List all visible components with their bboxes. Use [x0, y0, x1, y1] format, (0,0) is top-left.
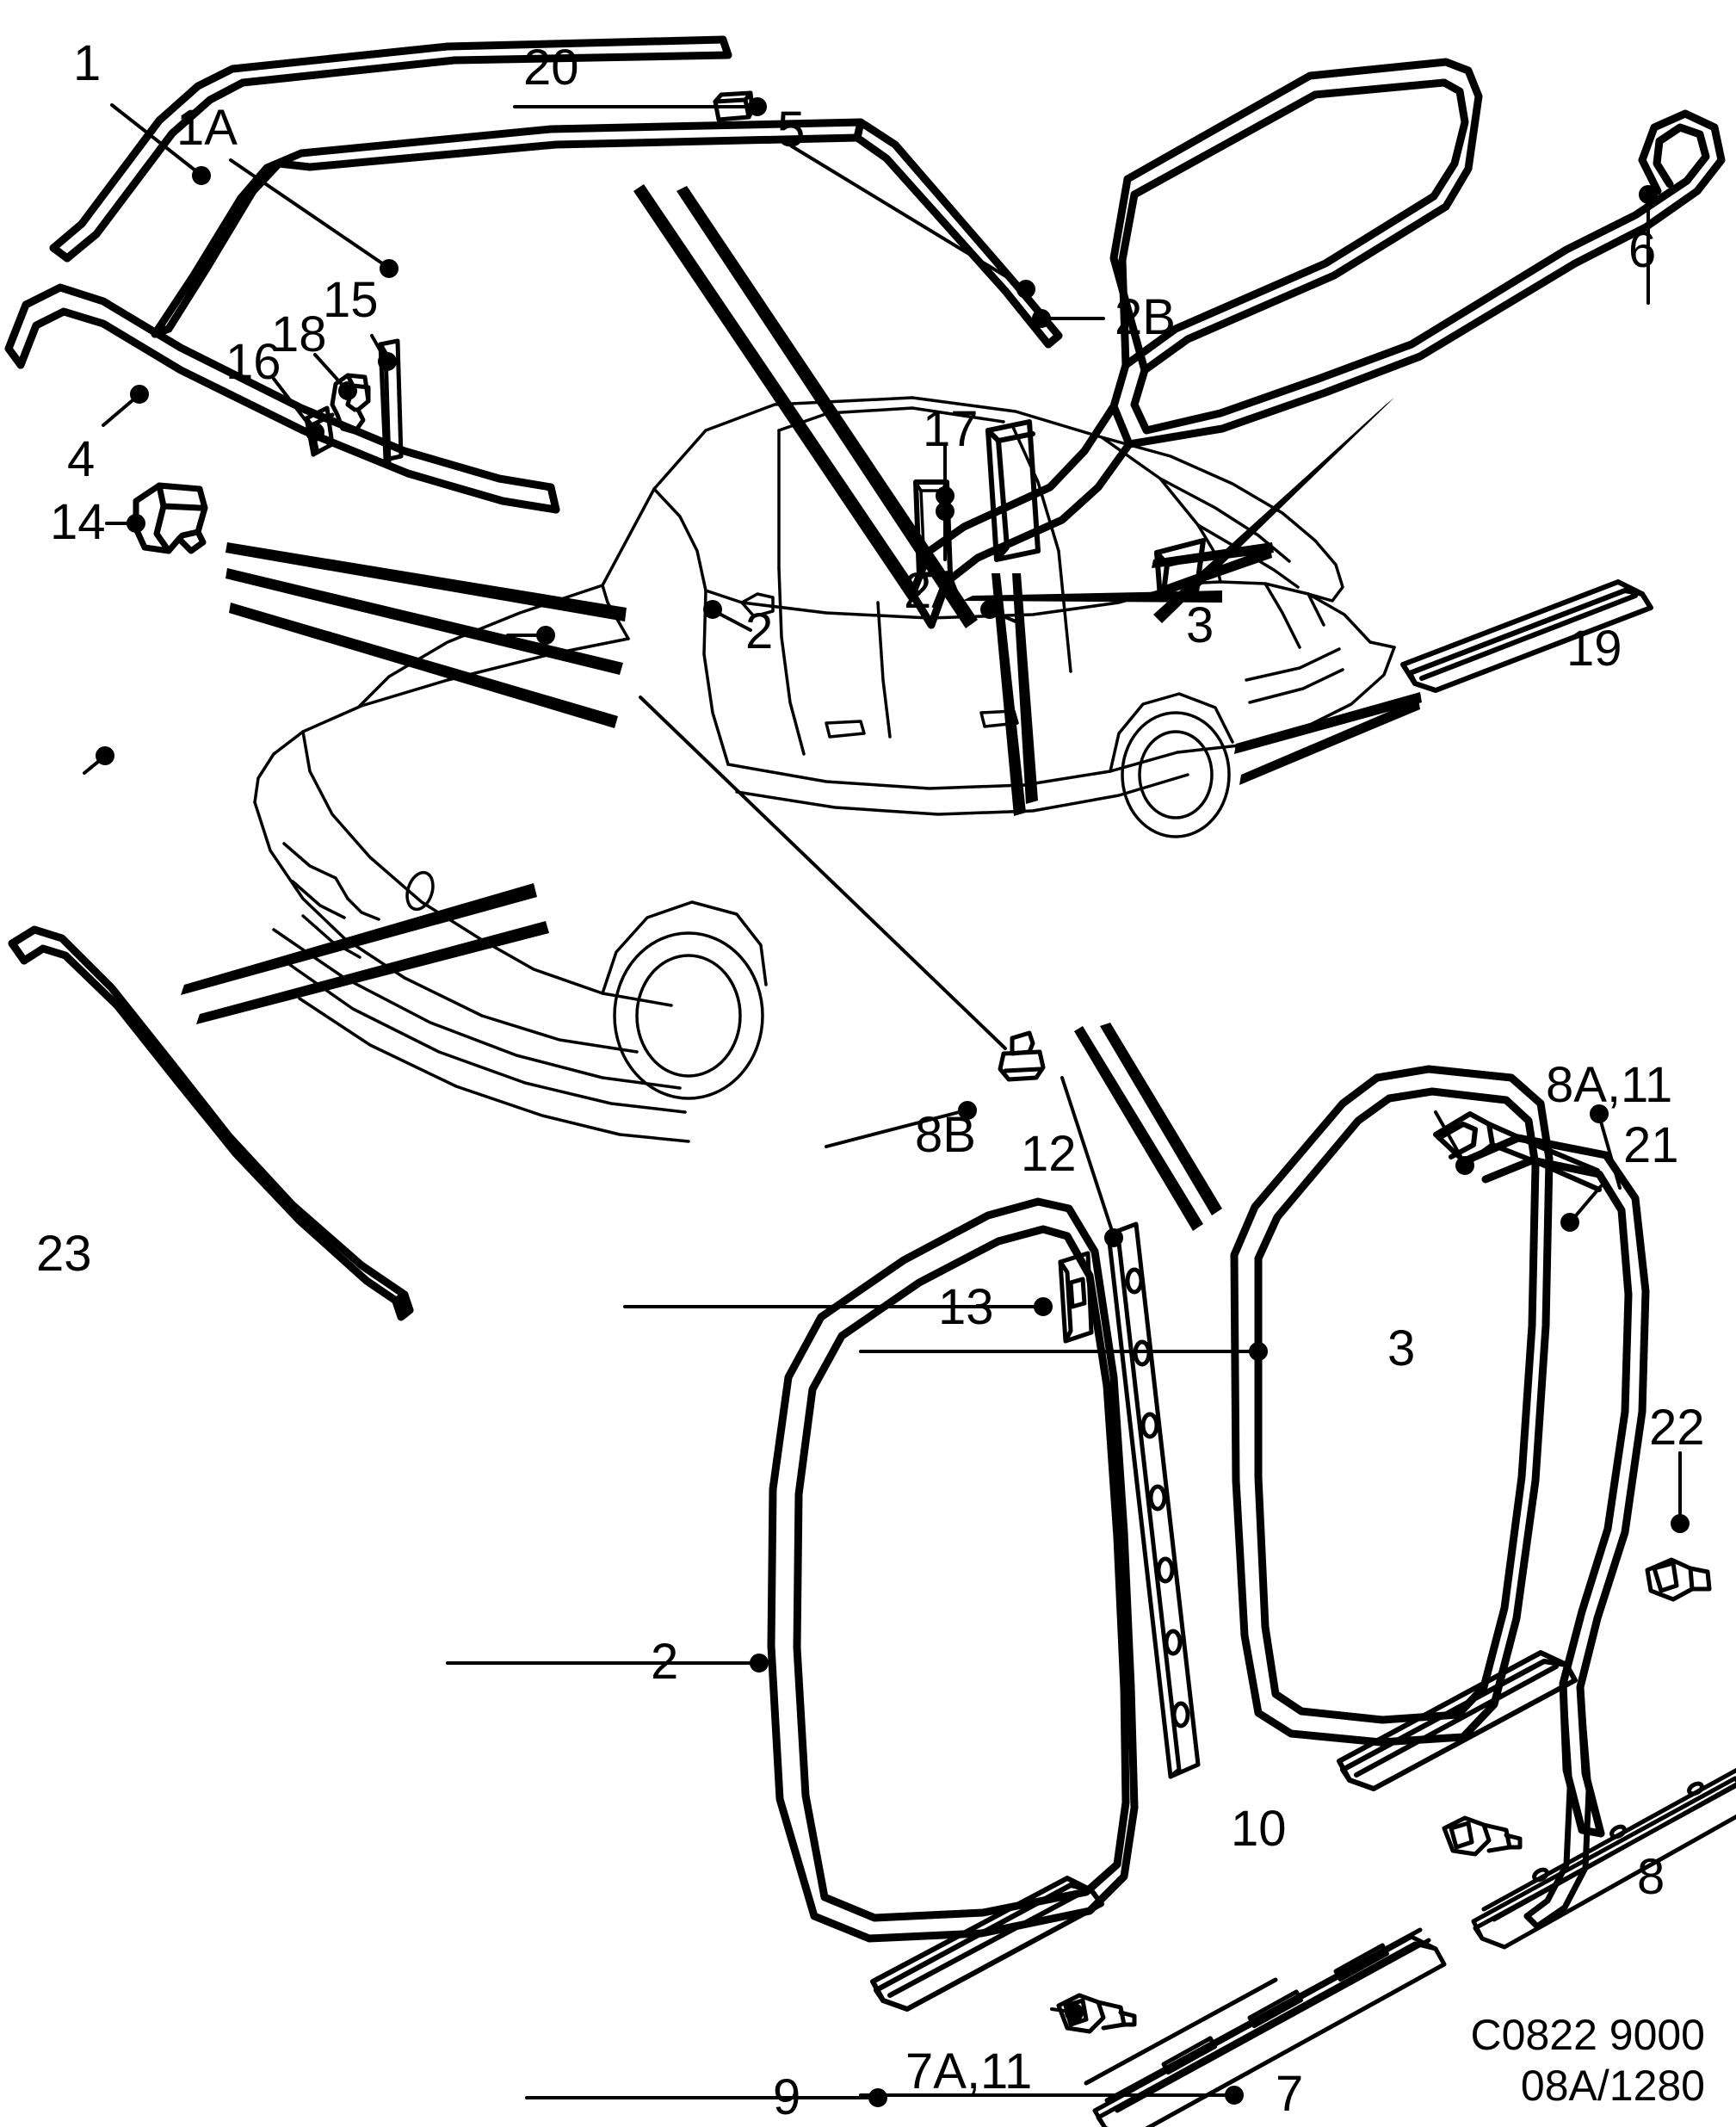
- callout-label-14: 14: [50, 494, 106, 550]
- callout-label-1: 1: [73, 35, 102, 91]
- callout-label-13: 13: [938, 1279, 994, 1335]
- part-4-windscreen-moulding: [4, 283, 560, 514]
- part-8-rear-trim-strip: [1471, 1767, 1736, 1950]
- callout-label-15: 15: [323, 272, 379, 328]
- part-10-rear-sill-plate: [1337, 1650, 1578, 1791]
- callout-label-7: 7: [1276, 2066, 1304, 2122]
- part-14-end-cap: [133, 482, 208, 554]
- callout-label-2-exploded: 2: [651, 1634, 679, 1690]
- callout-label-6: 6: [1628, 222, 1657, 278]
- callout-label-8: 8: [1637, 1849, 1665, 1905]
- callout-label-16: 16: [225, 334, 281, 390]
- callout-label-2-car: 2: [745, 603, 774, 659]
- leader-lines: [83, 97, 1690, 2107]
- car-illustration: [253, 396, 1396, 1143]
- callout-label-12: 12: [1021, 1126, 1077, 1182]
- callout-label-3-car: 3: [1186, 597, 1214, 653]
- part-15-filler-strip: [378, 338, 404, 466]
- callout-label-8B: 8B: [915, 1107, 976, 1163]
- part-19-sill-moulding: [1400, 579, 1653, 693]
- callout-label-10: 10: [1231, 1801, 1287, 1857]
- callout-label-2A: 2A: [904, 563, 965, 619]
- callout-label-4: 4: [67, 431, 96, 487]
- part-8A-11-fastener: [1442, 1815, 1523, 1857]
- part-22-seal-fastener: [1645, 1557, 1712, 1602]
- wedge-leaders: [181, 184, 1422, 1231]
- part-number-block: C0822 9000 08A/1280: [1471, 2010, 1705, 2112]
- callout-label-3-exploded: 3: [1387, 1320, 1416, 1376]
- part-8B-grommet: [998, 1030, 1046, 1082]
- callout-label-21: 21: [1623, 1117, 1679, 1173]
- part-21-aperture-seal: [1462, 1134, 1650, 1838]
- part-1-roof-drip-moulding: [49, 35, 732, 263]
- part-7-leader-cross: [1084, 1977, 1278, 2086]
- part-3-rear-door-seal: [1230, 1065, 1554, 1747]
- callout-label-23: 23: [36, 1226, 92, 1282]
- callout-label-9: 9: [773, 2069, 801, 2125]
- part-23-lower-windscreen-moulding: [8, 925, 414, 1321]
- callout-label-20: 20: [523, 40, 579, 96]
- part-number-line-2: 08A/1280: [1520, 2062, 1705, 2110]
- callout-label-18: 18: [271, 306, 327, 362]
- callout-label-1A: 1A: [176, 100, 238, 156]
- callout-label-2B: 2B: [1115, 289, 1176, 345]
- callout-label-8A-11: 8A,11: [1546, 1057, 1673, 1113]
- callout-label-5: 5: [777, 102, 806, 158]
- part-5-6-rear-window-seal: [1109, 58, 1726, 448]
- part-7-front-trim-strip: [1092, 1927, 1447, 2127]
- part-9-front-sill-plate: [870, 1876, 1104, 2012]
- callout-label-22: 22: [1649, 1400, 1705, 1456]
- part-2-front-door-seal: [767, 1197, 1139, 1943]
- callout-label-7A-11: 7A,11: [905, 2044, 1033, 2099]
- part-2B-filler-piece: [985, 419, 1041, 562]
- callout-label-19: 19: [1566, 621, 1622, 677]
- part-number-line-1: C0822 9000: [1470, 2011, 1705, 2059]
- callout-label-17: 17: [923, 401, 979, 457]
